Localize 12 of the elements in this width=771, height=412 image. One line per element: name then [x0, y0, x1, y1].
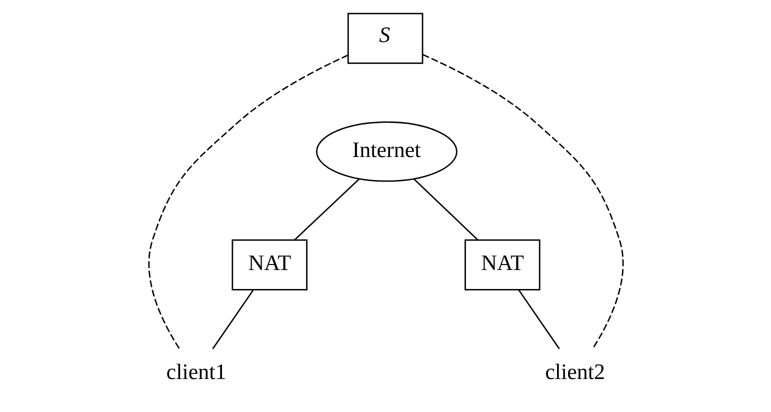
node-text: client1 [166, 358, 226, 384]
connector [518, 289, 560, 350]
node-text: client2 [544, 358, 605, 384]
connector [212, 289, 254, 350]
connector [294, 178, 360, 240]
connector [412, 178, 478, 240]
node-box: NAT [464, 239, 540, 290]
connector [148, 54, 348, 349]
connector [422, 54, 624, 349]
node-box: NAT [231, 239, 307, 290]
node-box: S [346, 12, 423, 64]
node-ellipse: Internet [316, 121, 457, 182]
